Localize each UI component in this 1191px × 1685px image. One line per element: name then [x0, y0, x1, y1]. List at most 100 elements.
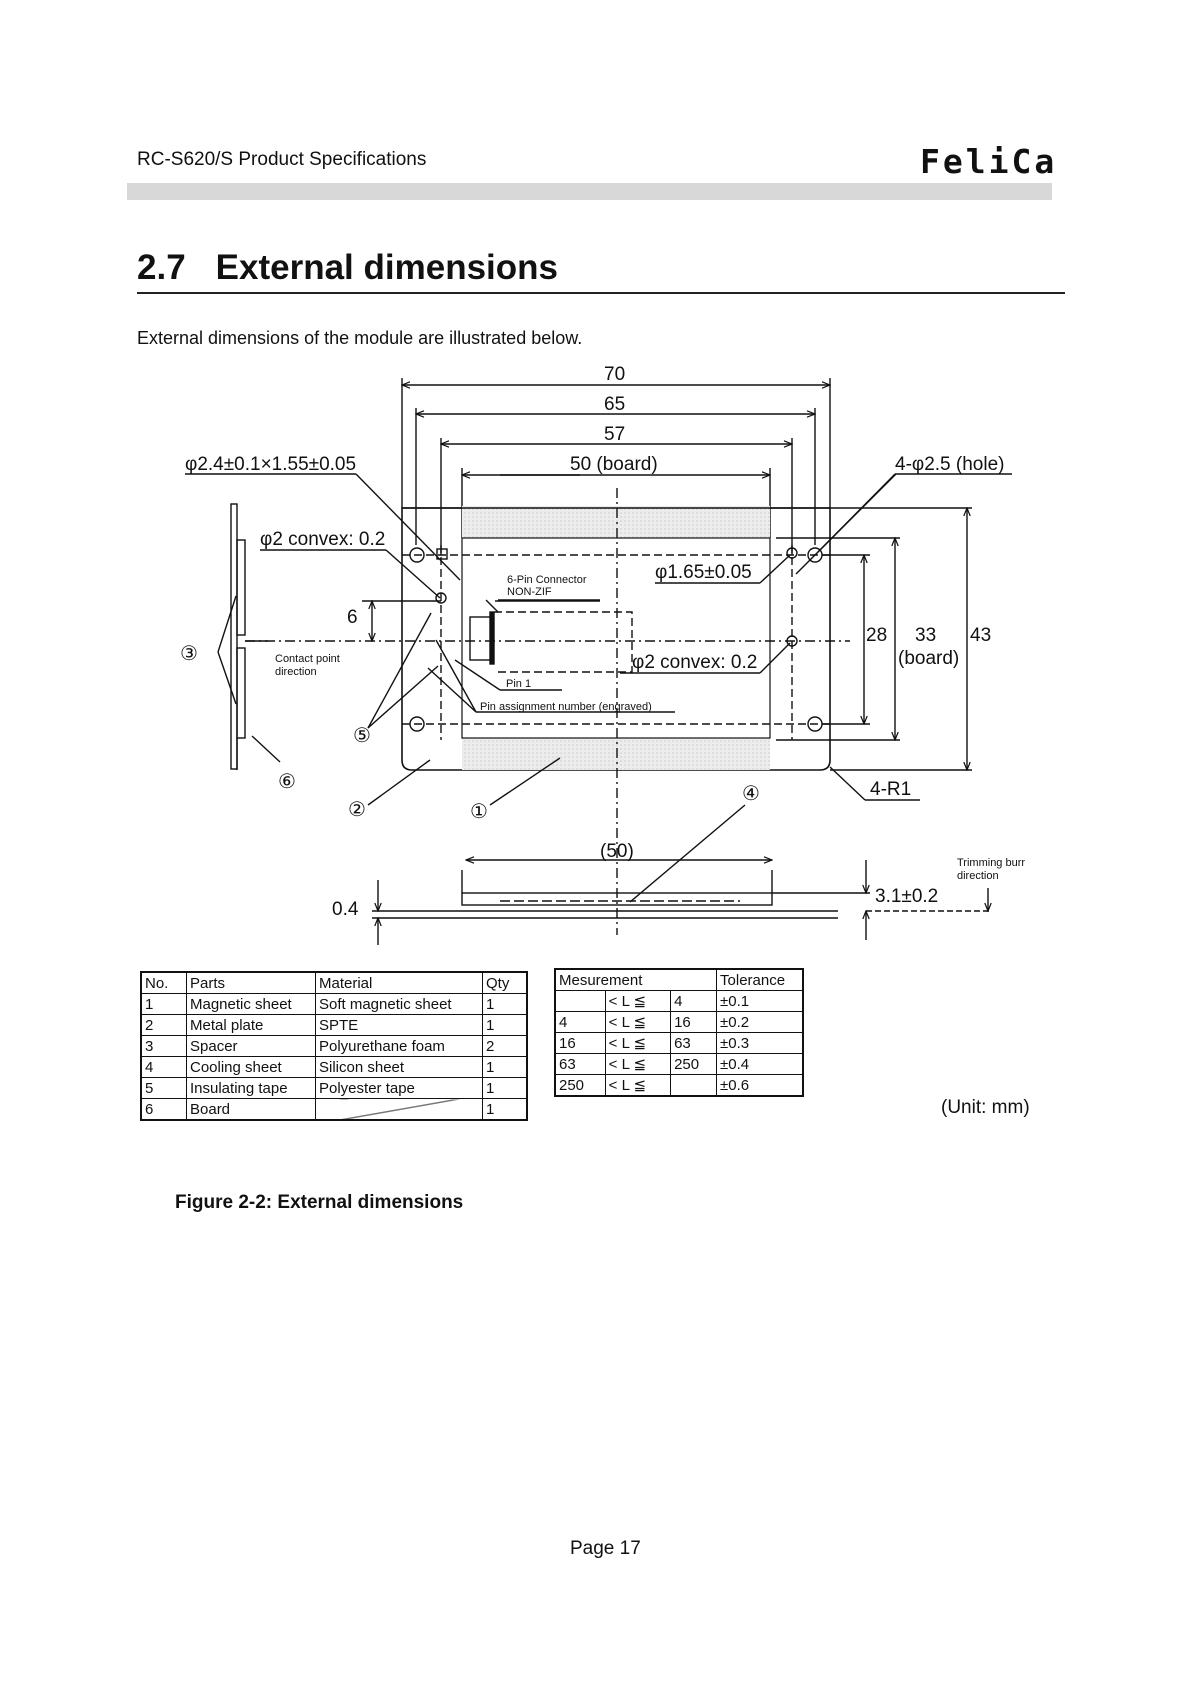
- r1-label: 4-R1: [870, 779, 911, 800]
- section-number: 2.7: [137, 248, 186, 287]
- table-row: 3 Spacer Polyurethane foam 2: [140, 1035, 528, 1057]
- page-number: Page 17: [570, 1538, 641, 1559]
- col-measurement: Mesurement: [554, 968, 718, 991]
- cell: 2: [482, 1035, 528, 1057]
- callout-6: ⑥: [278, 771, 296, 793]
- cell: [315, 1098, 483, 1121]
- col-parts: Parts: [186, 971, 316, 994]
- hole-label: 4-φ2.5 (hole): [895, 454, 1004, 475]
- header-band: [127, 183, 1052, 200]
- table-row: 2 Metal plate SPTE 1: [140, 1014, 528, 1036]
- cell: < L ≦: [604, 990, 672, 1012]
- cell: ±0.1: [716, 990, 804, 1012]
- connector-label: 6-Pin Connector: [507, 574, 587, 586]
- phi-2-4-label: φ2.4±0.1×1.55±0.05: [185, 454, 356, 475]
- cell: 5: [140, 1077, 187, 1099]
- figure-caption: Figure 2-2: External dimensions: [175, 1192, 464, 1213]
- cell: Insulating tape: [186, 1077, 316, 1099]
- cell: Soft magnetic sheet: [315, 993, 483, 1015]
- cell: < L ≦: [604, 1074, 672, 1097]
- cell: 250: [554, 1074, 606, 1097]
- dim-43: 43: [970, 625, 991, 646]
- cell: 16: [670, 1011, 718, 1033]
- table-header-row: No. Parts Material Qty: [140, 971, 528, 994]
- nonzif-label: NON-ZIF: [507, 586, 552, 598]
- cell: Silicon sheet: [315, 1056, 483, 1078]
- cell: 1: [482, 993, 528, 1015]
- table-row: 16 < L ≦ 63 ±0.3: [554, 1032, 804, 1054]
- board-label: (board): [898, 648, 959, 669]
- col-tolerance: Tolerance: [716, 968, 804, 991]
- callout-4: ④: [742, 783, 760, 805]
- cell: 3: [140, 1035, 187, 1057]
- callout-1: ①: [470, 801, 488, 823]
- dim-28: 28: [866, 625, 887, 646]
- cell: 4: [140, 1056, 187, 1078]
- table-row: 63 < L ≦ 250 ±0.4: [554, 1053, 804, 1075]
- cell: [554, 990, 606, 1012]
- convex-top-label: φ2 convex: 0.2: [260, 529, 385, 550]
- table-header-row: Mesurement Tolerance: [554, 968, 804, 991]
- table-row: 4 Cooling sheet Silicon sheet 1: [140, 1056, 528, 1078]
- cell: SPTE: [315, 1014, 483, 1036]
- phi-1-65-label: φ1.65±0.05: [655, 562, 752, 583]
- pin-assignment-label: Pin assignment number (engraved): [480, 701, 652, 713]
- col-qty: Qty: [482, 971, 528, 994]
- cell: 4: [670, 990, 718, 1012]
- cell: 1: [482, 1077, 528, 1099]
- dim-50-side: (50): [600, 841, 634, 862]
- table-row: 1 Magnetic sheet Soft magnetic sheet 1: [140, 993, 528, 1015]
- dim-0-4: 0.4: [332, 899, 359, 920]
- tolerance-table: Mesurement Tolerance < L ≦ 4 ±0.1 4 < L …: [554, 968, 804, 1097]
- cell: 4: [554, 1011, 606, 1033]
- section-rule: [137, 292, 1065, 294]
- cell: Board: [186, 1098, 316, 1121]
- cell: 1: [482, 1014, 528, 1036]
- cell: Metal plate: [186, 1014, 316, 1036]
- cell: Magnetic sheet: [186, 993, 316, 1015]
- convex-mid-label: φ2 convex: 0.2: [632, 652, 757, 673]
- table-row: < L ≦ 4 ±0.1: [554, 990, 804, 1012]
- cell: < L ≦: [604, 1053, 672, 1075]
- cell: Cooling sheet: [186, 1056, 316, 1078]
- cell: ±0.4: [716, 1053, 804, 1075]
- callout-2: ②: [348, 799, 366, 821]
- dim-3-1: 3.1±0.2: [875, 886, 938, 907]
- contact-label: Contact point: [275, 653, 340, 665]
- col-no: No.: [140, 971, 187, 994]
- col-material: Material: [315, 971, 483, 994]
- direction-label: direction: [275, 666, 317, 678]
- trim-direction-label: direction: [957, 870, 999, 882]
- dim-33: 33: [915, 625, 936, 646]
- callout-3: ③: [180, 643, 198, 665]
- cell: ±0.2: [716, 1011, 804, 1033]
- pin1-label: Pin 1: [506, 678, 531, 690]
- intro-text: External dimensions of the module are il…: [137, 328, 583, 348]
- section-heading: 2.7 External dimensions: [137, 248, 558, 288]
- dim-65: 65: [604, 394, 625, 415]
- cell: < L ≦: [604, 1011, 672, 1033]
- section-title: External dimensions: [215, 248, 558, 287]
- cell: 2: [140, 1014, 187, 1036]
- dim-70: 70: [604, 364, 625, 385]
- cell: < L ≦: [604, 1032, 672, 1054]
- table-row: 5 Insulating tape Polyester tape 1: [140, 1077, 528, 1099]
- table-row: 250 < L ≦ ±0.6: [554, 1074, 804, 1097]
- cell: 63: [670, 1032, 718, 1054]
- table-row: 6 Board 1: [140, 1098, 528, 1121]
- cell: 1: [482, 1056, 528, 1078]
- cell: Spacer: [186, 1035, 316, 1057]
- cell: 16: [554, 1032, 606, 1054]
- dim-6: 6: [347, 607, 358, 628]
- table-row: 4 < L ≦ 16 ±0.2: [554, 1011, 804, 1033]
- cell: 1: [140, 993, 187, 1015]
- cell: [670, 1074, 718, 1097]
- cell: 1: [482, 1098, 528, 1121]
- dim-50-board: 50 (board): [570, 454, 658, 475]
- trim-label: Trimming burr: [957, 857, 1025, 869]
- cell: 63: [554, 1053, 606, 1075]
- felica-logo: FeliCa: [920, 142, 1058, 181]
- cell: Polyurethane foam: [315, 1035, 483, 1057]
- cell: Polyester tape: [315, 1077, 483, 1099]
